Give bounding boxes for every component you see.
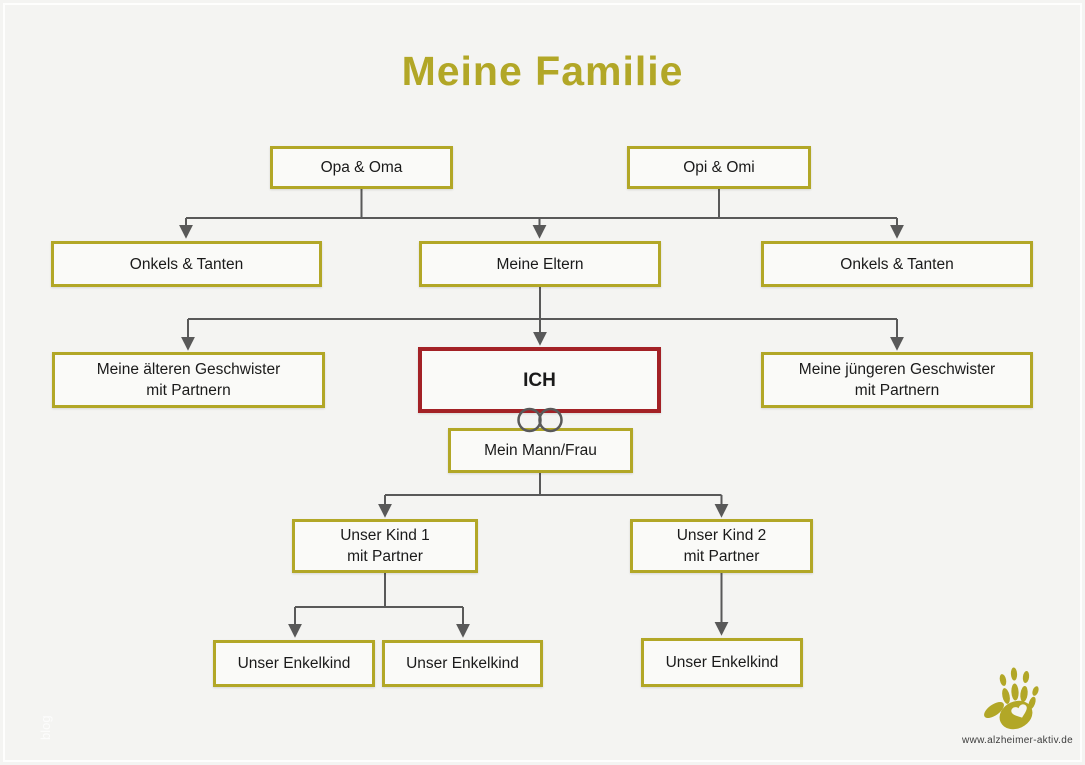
node-onkels-tanten-rechts: Onkels & Tanten [761,241,1033,287]
node-label: Unser Kind 1 mit Partner [340,527,430,565]
node-aeltere-geschwister: Meine älteren Geschwister mit Partnern [52,352,325,408]
node-ich: ICH [418,347,661,413]
node-enkelkind3: Unser Enkelkind [641,638,803,687]
website-url: www.alzheimer-aktiv.de [962,735,1073,746]
node-kind1: Unser Kind 1 mit Partner [292,519,478,573]
node-label: Onkels & Tanten [840,255,954,273]
node-mann-frau: Mein Mann/Frau [448,428,633,473]
node-label: Onkels & Tanten [129,255,244,273]
node-meine-eltern: Meine Eltern [419,241,661,287]
node-label: Opi & Omi [683,159,755,176]
node-label: Unser Enkelkind [237,655,351,672]
node-label: Meine jüngeren Geschwister mit Partnern [798,361,996,399]
node-onkels-tanten-links: Onkels & Tanten [51,241,322,287]
node-label: Unser Enkelkind [665,654,779,671]
node-kind2: Unser Kind 2 mit Partner [630,519,813,573]
blog-watermark: blog [38,715,53,740]
page-title: Meine Familie [401,48,684,94]
node-label: Meine älteren Geschwister mit Partnern [96,361,281,399]
node-label: ICH [523,369,556,391]
node-juengere-geschwister: Meine jüngeren Geschwister mit Partnern [761,352,1033,408]
handprint-icon [984,667,1039,730]
node-opa-oma: Opa & Oma [270,146,453,189]
node-label: Opa & Oma [320,159,403,176]
node-opi-omi: Opi & Omi [627,146,811,189]
node-enkelkind1: Unser Enkelkind [213,640,375,687]
node-label: Mein Mann/Frau [484,442,597,459]
node-label: Unser Kind 2 mit Partner [676,527,767,565]
node-label: Meine Eltern [496,255,584,273]
node-enkelkind2: Unser Enkelkind [382,640,543,687]
node-label: Unser Enkelkind [406,655,519,672]
